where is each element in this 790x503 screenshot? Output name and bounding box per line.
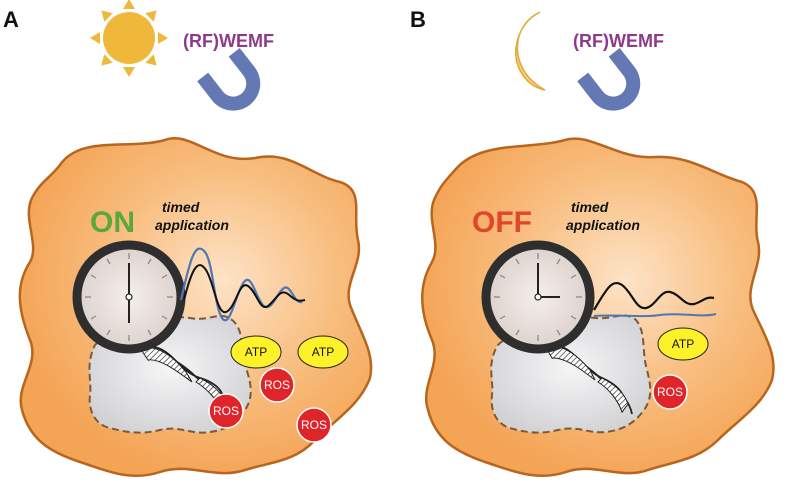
panel-b: B (RF)WEMF	[410, 7, 775, 478]
molecule-atp: ATP	[657, 327, 709, 361]
panel-a: A (RF)WEMF	[3, 0, 373, 478]
timed-label-line2: application	[566, 217, 640, 233]
panel-letter: B	[410, 7, 426, 32]
clock-icon	[72, 240, 186, 354]
timed-label-line2: application	[155, 217, 229, 233]
svg-text:ATP: ATP	[312, 345, 334, 359]
state-label: ON	[90, 206, 135, 239]
emf-label: (RF)WEMF	[183, 31, 274, 51]
molecule-ros: ROS	[259, 367, 295, 403]
svg-text:ROS: ROS	[657, 385, 683, 399]
signal-wave-blue	[179, 247, 303, 322]
timed-label-line1: timed	[571, 199, 609, 215]
state-label: OFF	[472, 206, 532, 239]
timed-label-line1: timed	[162, 199, 200, 215]
svg-text:ROS: ROS	[264, 378, 290, 392]
magnet-icon	[197, 48, 261, 111]
molecule-ros: ROS	[296, 407, 332, 443]
svg-text:ATP: ATP	[672, 337, 694, 351]
signal-wave-black	[593, 282, 715, 311]
svg-text:ROS: ROS	[301, 418, 327, 432]
molecule-atp: ATP	[230, 335, 282, 369]
panel-letter: A	[3, 7, 19, 32]
svg-text:ROS: ROS	[213, 404, 239, 418]
dna-helix-icon	[544, 344, 633, 415]
emf-label: (RF)WEMF	[573, 31, 664, 51]
svg-text:ATP: ATP	[245, 345, 267, 359]
magnet-icon	[577, 48, 641, 111]
molecule-ros: ROS	[208, 393, 244, 429]
signal-wave-blue-flat	[593, 313, 717, 318]
clock-icon	[481, 240, 595, 354]
molecule-ros: ROS	[652, 374, 688, 410]
moon-icon	[515, 11, 546, 91]
sun-icon	[90, 0, 168, 77]
molecule-atp: ATP	[297, 335, 349, 369]
signal-wave-black	[183, 264, 306, 313]
